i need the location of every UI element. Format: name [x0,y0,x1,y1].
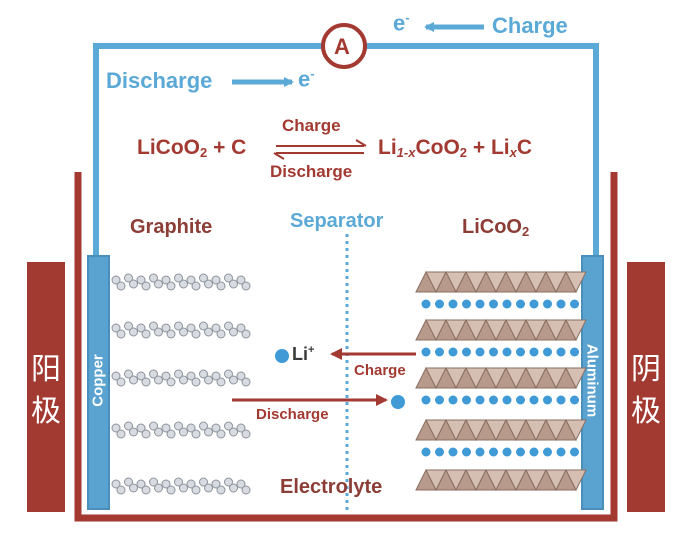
equation-left-1: LiCoO [137,136,200,159]
equation-right-sub2: 2 [459,145,468,160]
graphite-sheet [111,421,251,439]
lithium-ion-row [421,395,579,405]
cobalt-oxide-layer [415,418,587,442]
cobalt-oxide-layer [415,468,587,492]
aluminum-label: Aluminum [583,343,601,418]
equation-left: LiCoO2 + C [137,136,246,160]
equation-right-1: Li [378,136,397,159]
licoo2-layers [415,270,587,492]
ion-label-charge: + [308,344,315,356]
ion-label: Li+ [292,344,314,365]
graphite-label: Graphite [130,216,213,238]
licoo2-label: LiCoO2 [462,216,529,239]
equation-left-2: + C [207,136,247,159]
charge-ion-label: Charge [354,362,406,379]
cathode-char-2: 极 [631,394,661,429]
anode-char-1: 阳 [31,352,61,387]
equation-right-sub1: 1-x [396,145,416,160]
anode-plate [27,262,65,512]
lithium-ion-row [421,347,579,357]
charge-electron-label: e- [393,10,410,36]
anode-char-2: 极 [31,394,61,429]
lithium-ion-right [391,395,405,409]
equation-right-4: C [516,136,533,159]
equation-right-3: + Li [467,136,510,159]
copper-collector [87,255,110,510]
ammeter-label: A [334,34,350,59]
discharge-ion-label: Discharge [256,406,329,423]
graphite-sheet [111,273,251,291]
equation-left-sub: 2 [200,145,208,160]
cathode-plate [627,262,665,512]
electrolyte-container [74,172,618,522]
graphite-sheet [111,321,251,339]
discharge-electron-label: e- [298,66,315,92]
circuit-wire [93,43,599,258]
charge-label-top: Charge [492,13,568,38]
cobalt-oxide-layer [415,318,587,342]
equation-right-2: CoO [415,136,460,159]
equation-arrow-charge: Charge [282,116,341,135]
equation-arrow-discharge: Discharge [270,162,353,181]
electron-charge: - [405,10,410,25]
lithium-ion-row [421,447,579,457]
cathode-char-1: 阴 [631,352,661,387]
ion-label-text: Li [292,344,308,364]
electrolyte-label: Electrolyte [280,476,383,498]
copper-label: Copper [89,354,107,407]
lithium-ion-row [421,299,579,309]
aluminum-collector [581,255,604,510]
discharge-label-top: Discharge [106,68,213,93]
equation-arrows [273,139,367,160]
separator-label: Separator [290,210,384,232]
lithium-ion-left [275,349,289,363]
graphite-sheet [111,477,251,495]
electron-charge: - [310,66,315,81]
graphite-sheet [111,369,251,387]
cobalt-oxide-layer [415,366,587,390]
cobalt-oxide-layer [415,270,587,294]
graphite-layers [111,273,251,495]
licoo2-label-sub: 2 [522,224,530,239]
licoo2-label-text: LiCoO [462,216,522,238]
equation-right: Li1-xCoO2 + LixC [378,136,532,160]
equation-right-sub3: x [509,145,517,160]
electron-symbol: e [393,10,406,36]
ammeter-icon [321,23,367,69]
electron-symbol: e [298,66,311,92]
